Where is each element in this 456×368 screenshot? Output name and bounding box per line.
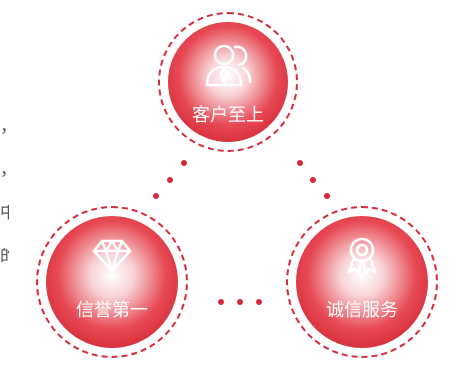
circle-label: 诚信服务 <box>326 300 398 321</box>
award-ribbon-icon <box>347 237 377 276</box>
value-circle-reputation-first: 信誉第一 <box>36 206 188 358</box>
red-disc <box>46 216 178 348</box>
circle-label: 客户至上 <box>192 105 264 126</box>
diamond-icon <box>92 239 132 273</box>
value-circle-customer-first: 客户至上 <box>158 12 298 152</box>
text-fragment-1: ， <box>0 119 11 136</box>
people-icon <box>205 44 252 87</box>
red-disc <box>168 22 288 142</box>
text-fragment-4: 的 <box>0 248 9 265</box>
value-circle-honest-service: 诚信服务 <box>286 206 438 358</box>
circle-label: 信誉第一 <box>76 300 148 321</box>
text-fragment-3: 中 <box>0 205 9 222</box>
text-fragment-2: ， <box>0 162 11 179</box>
